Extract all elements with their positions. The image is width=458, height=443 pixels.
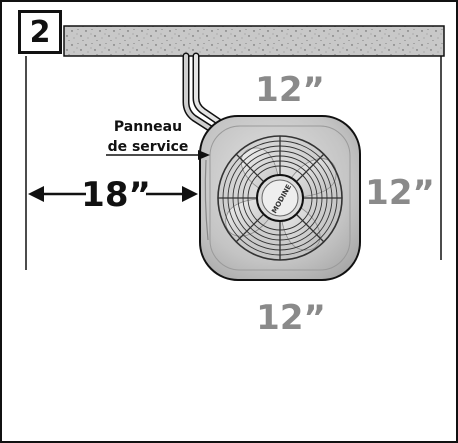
step-number-badge: 2: [18, 10, 62, 54]
service-panel-label-line1: Panneau: [114, 119, 182, 135]
service-panel: [204, 159, 209, 241]
service-panel-label-line2: de service: [108, 139, 189, 155]
service-panel-callout: Panneau de service: [106, 119, 210, 160]
unit-heater: MODINE: [199, 115, 361, 281]
step-number: 2: [29, 14, 51, 50]
clearance-right-label: 12”: [365, 173, 435, 213]
supply-pipes: [182, 52, 232, 140]
ceiling-slab: [63, 25, 445, 57]
housing-rim: [209, 125, 351, 271]
clearance-left-label: 18”: [81, 175, 151, 215]
clearance-left-dimension: 18”: [28, 175, 198, 215]
clearance-top-label: 12”: [255, 70, 325, 110]
clearance-bottom-label: 12”: [256, 298, 326, 338]
